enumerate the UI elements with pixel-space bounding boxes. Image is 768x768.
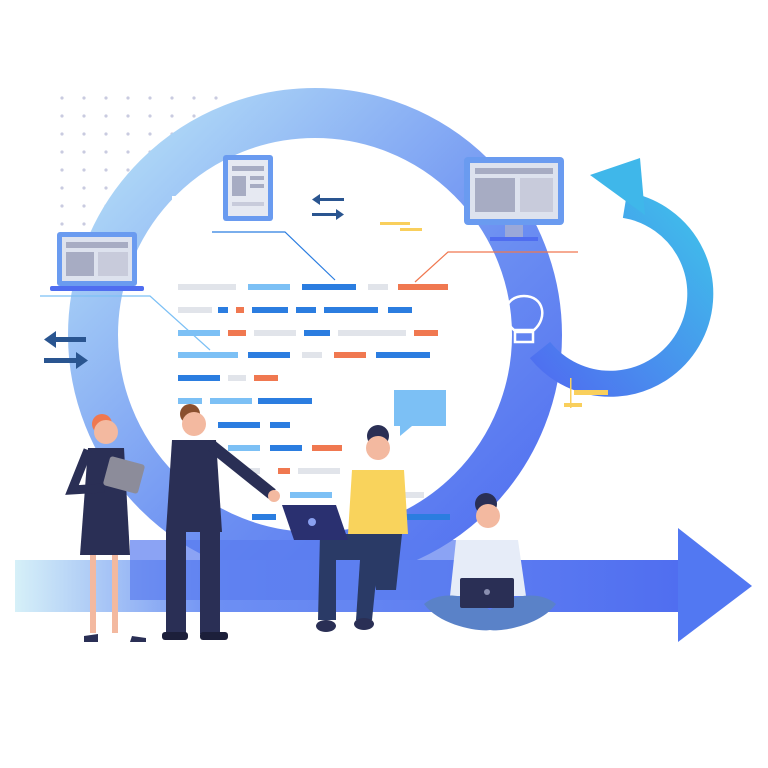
- person-woman-tablet: [65, 414, 146, 642]
- dot: [82, 150, 86, 154]
- dot: [148, 114, 152, 118]
- dot: [104, 132, 108, 136]
- dot: [60, 168, 64, 172]
- dot: [60, 132, 64, 136]
- dot: [104, 150, 108, 154]
- dot: [82, 132, 86, 136]
- dot: [104, 186, 108, 190]
- dot: [82, 96, 86, 100]
- person-man-floor-laptop: [424, 493, 556, 631]
- dot: [126, 96, 130, 100]
- accent-lines-yellow: [380, 222, 608, 408]
- person-man-suit: [162, 404, 280, 640]
- dot: [126, 150, 130, 154]
- cycle-arrow-icon: [529, 158, 714, 397]
- dot: [104, 114, 108, 118]
- dot: [104, 168, 108, 172]
- dot: [104, 96, 108, 100]
- dot: [60, 114, 64, 118]
- dot: [60, 186, 64, 190]
- dot: [60, 222, 64, 226]
- dot: [82, 168, 86, 172]
- dot: [170, 96, 174, 100]
- chat-bubble-icon: [394, 390, 446, 436]
- connector-lines: [40, 231, 578, 351]
- monitor-icon: [464, 157, 564, 241]
- dot: [214, 96, 218, 100]
- swap-arrows-icon: [44, 331, 88, 369]
- code-lines: [178, 284, 450, 520]
- dot: [60, 204, 64, 208]
- dot: [82, 114, 86, 118]
- dot: [192, 114, 196, 118]
- dot: [126, 114, 130, 118]
- swap-arrows-icon: [312, 194, 344, 220]
- accent-bar: [172, 196, 198, 200]
- dot: [60, 150, 64, 154]
- dot: [82, 204, 86, 208]
- dot: [126, 168, 130, 172]
- dot: [82, 222, 86, 226]
- dot: [126, 132, 130, 136]
- lightbulb-icon: [504, 294, 544, 344]
- laptop-icon: [50, 232, 144, 291]
- document-icon: [223, 155, 273, 221]
- dot: [60, 96, 64, 100]
- dot: [148, 96, 152, 100]
- dot: [192, 96, 196, 100]
- person-man-laptop-seated: [282, 425, 408, 632]
- dot: [170, 114, 174, 118]
- dot: [82, 186, 86, 190]
- dot: [148, 132, 152, 136]
